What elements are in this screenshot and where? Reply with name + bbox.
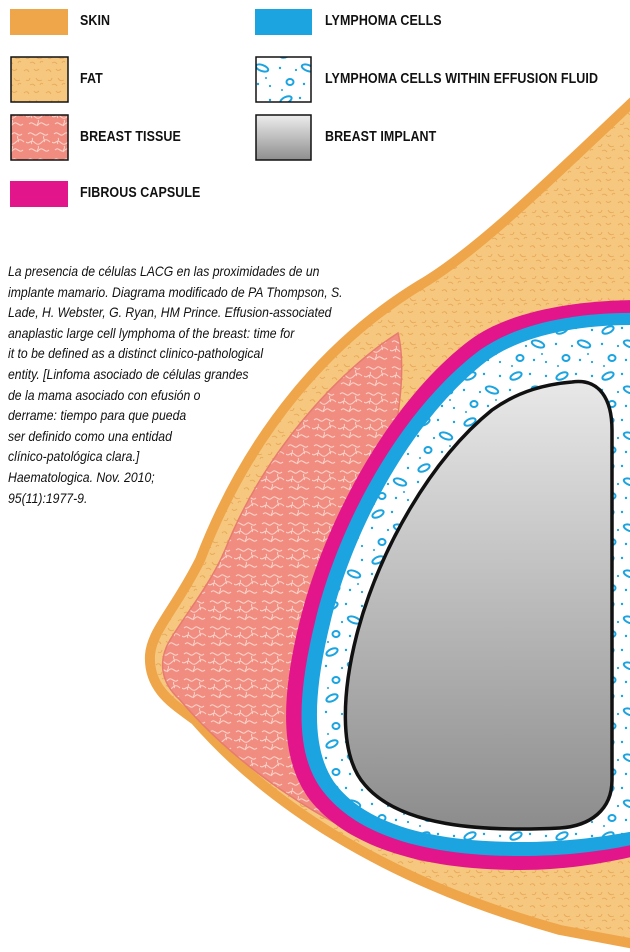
caption-line: ser definido como una entidad: [8, 427, 386, 448]
lymphoma-cells-swatch: [255, 9, 312, 35]
effusion-fluid-swatch: [256, 57, 311, 102]
fat-swatch: [11, 57, 68, 102]
caption-line: implante mamario. Diagrama modificado de…: [8, 283, 386, 304]
figure-caption: La presencia de células LACG en las prox…: [8, 262, 428, 509]
legend-label-effusion-fluid: LYMPHOMA CELLS WITHIN EFFUSION FLUID: [325, 71, 598, 87]
fibrous-capsule-swatch: [10, 181, 68, 207]
legend: [10, 9, 312, 207]
caption-line: 95(11):1977-9.: [8, 489, 386, 510]
caption-line: La presencia de células LACG en las prox…: [8, 262, 386, 283]
caption-line: clínico-patológica clara.]: [8, 447, 386, 468]
breast-tissue-swatch: [11, 115, 68, 160]
legend-label-breast-implant: BREAST IMPLANT: [325, 129, 436, 145]
legend-label-lymphoma-cells: LYMPHOMA CELLS: [325, 13, 442, 29]
caption-line: Haematologica. Nov. 2010;: [8, 468, 386, 489]
caption-line: Lade, H. Webster, G. Ryan, HM Prince. Ef…: [8, 303, 386, 324]
legend-label-fat: FAT: [80, 71, 103, 87]
legend-label-skin: SKIN: [80, 13, 110, 29]
caption-line: anaplastic large cell lymphoma of the br…: [8, 324, 386, 345]
legend-label-breast-tissue: BREAST TISSUE: [80, 129, 181, 145]
caption-line: de la mama asociado con efusión o: [8, 386, 386, 407]
breast-illustration: [150, 95, 630, 945]
caption-line: entity. [Linfoma asociado de células gra…: [8, 365, 386, 386]
caption-line: it to be defined as a distinct clinico-p…: [8, 344, 386, 365]
skin-swatch: [10, 9, 68, 35]
legend-label-fibrous-capsule: FIBROUS CAPSULE: [80, 185, 200, 201]
caption-line: derrame: tiempo para que pueda: [8, 406, 386, 427]
breast-implant-swatch: [256, 115, 311, 160]
